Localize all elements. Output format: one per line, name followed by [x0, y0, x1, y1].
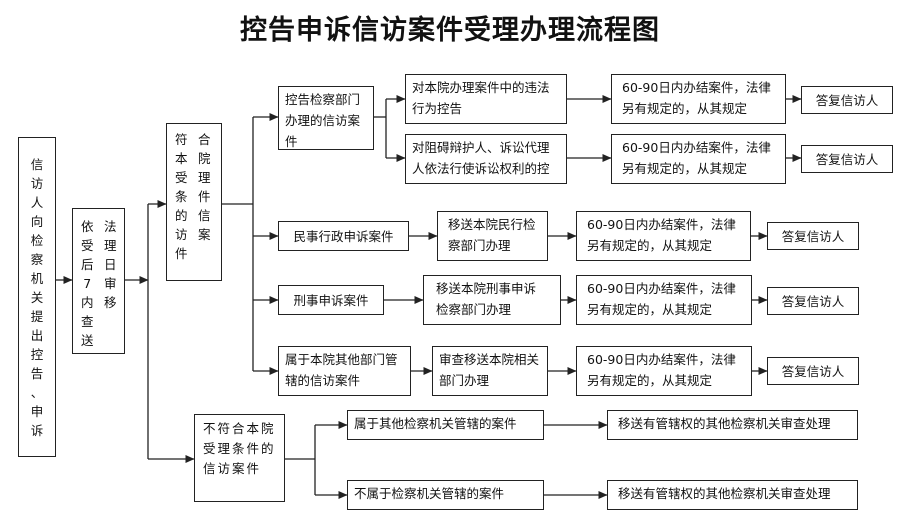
- deadline-box-5: 60-90日内办结案件，法律另有规定的，从其规定: [576, 346, 752, 396]
- control-dept-text: 控告检察部门办理的信访案件: [285, 92, 361, 149]
- transfer-criminal-text: 移送本院刑事申诉检察部门办理: [436, 281, 537, 317]
- deadline-box-4: 60-90日内办结案件，法律另有规定的，从其规定: [576, 275, 752, 325]
- vertical-char: 内: [81, 295, 94, 310]
- deadline-text-5: 60-90日内办结案件，法律另有规定的，从其规定: [587, 352, 736, 388]
- ineligible-text: 不符合本院受理条件的信访案件: [203, 421, 276, 476]
- vertical-char: 出: [30, 327, 44, 343]
- vertical-char: 后: [81, 257, 94, 272]
- vertical-char: 7: [83, 276, 92, 291]
- vertical-char: 检: [30, 232, 44, 248]
- vertical-char: 件: [175, 246, 188, 261]
- vertical-char: 访: [30, 175, 44, 191]
- vertical-char: 的: [175, 208, 188, 223]
- reply-text-3: 答复信访人: [781, 228, 845, 244]
- transfer-other-text: 审查移送本院相关部门办理: [439, 352, 540, 388]
- transfer-organ-text-2: 移送有管辖权的其他检察机关审查处理: [618, 486, 831, 501]
- reply-text-2: 答复信访人: [815, 151, 879, 167]
- vertical-char: 审: [104, 276, 117, 291]
- vertical-char: 送: [81, 333, 94, 348]
- petitioner-text: 信访人向检察机关提出控告、申诉: [31, 155, 44, 440]
- vertical-char: 查: [81, 314, 94, 329]
- vertical-char: 依: [81, 219, 94, 234]
- reply-text-4: 答复信访人: [781, 293, 845, 309]
- violation-complaint-text: 对本院办理案件中的违法行为控告: [412, 80, 550, 116]
- vertical-char: 、: [30, 384, 44, 400]
- vertical-char: 法: [104, 219, 117, 234]
- vertical-char: 关: [30, 289, 44, 305]
- obstruction-complaint-text: 对阻碍辩护人、诉讼代理人依法行使诉讼权利的控告: [412, 140, 550, 183]
- vertical-char: 院: [198, 151, 211, 166]
- vertical-char: 移: [104, 295, 117, 310]
- obstruction-complaint-box: 对阻碍辩护人、诉讼代理人依法行使诉讼权利的控告: [405, 134, 567, 184]
- deadline-text-3: 60-90日内办结案件，法律另有规定的，从其规定: [587, 217, 736, 253]
- control-dept-box: 控告检察部门办理的信访案件: [278, 86, 374, 150]
- eligible-col-left: 符本受条的访件: [175, 130, 188, 263]
- vertical-char: 控: [30, 346, 44, 362]
- not-organ-text: 不属于检察机关管辖的案件: [354, 486, 505, 501]
- ineligible-box: 不符合本院受理条件的信访案件: [194, 414, 285, 502]
- reply-box-1: 答复信访人: [801, 86, 893, 114]
- transfer-organ-box-1: 移送有管辖权的其他检察机关审查处理: [607, 410, 858, 440]
- vertical-char: 件: [198, 189, 211, 204]
- criminal-box: 刑事申诉案件: [278, 285, 384, 315]
- not-organ-box: 不属于检察机关管辖的案件: [347, 480, 544, 510]
- criminal-text: 刑事申诉案件: [293, 292, 369, 308]
- other-organ-box: 属于其他检察机关管辖的案件: [347, 410, 544, 440]
- vertical-char: 受: [81, 238, 94, 253]
- transfer-civil-text: 移送本院民行检察部门办理: [448, 217, 536, 253]
- vertical-char: 申: [30, 403, 44, 419]
- vertical-char: 受: [175, 170, 188, 185]
- other-dept-text: 属于本院其他部门管辖的信访案件: [285, 352, 398, 388]
- vertical-char: 信: [198, 208, 211, 223]
- vertical-char: 符: [175, 132, 188, 147]
- vertical-char: 条: [175, 189, 188, 204]
- reply-text-1: 答复信访人: [815, 92, 879, 108]
- deadline-text-2: 60-90日内办结案件，法律另有规定的，从其规定: [622, 140, 771, 176]
- deadline-box-1: 60-90日内办结案件，法律另有规定的，从其规定: [611, 74, 786, 124]
- vertical-char: 诉: [30, 422, 44, 438]
- vertical-char: 本: [175, 151, 188, 166]
- accept-review-col-left: 依受后 7 内查送: [81, 217, 94, 350]
- vertical-char: 理: [198, 170, 211, 185]
- transfer-organ-text-1: 移送有管辖权的其他检察机关审查处理: [618, 416, 831, 431]
- deadline-box-3: 60-90日内办结案件，法律另有规定的，从其规定: [576, 211, 751, 261]
- reply-box-4: 答复信访人: [767, 287, 859, 315]
- reply-box-2: 答复信访人: [801, 145, 893, 173]
- reply-box-5: 答复信访人: [767, 357, 859, 385]
- deadline-box-2: 60-90日内办结案件，法律另有规定的，从其规定: [611, 134, 786, 184]
- transfer-criminal-box: 移送本院刑事申诉检察部门办理: [423, 275, 561, 325]
- vertical-char: 合: [198, 132, 211, 147]
- vertical-char: 理: [104, 238, 117, 253]
- deadline-text-1: 60-90日内办结案件，法律另有规定的，从其规定: [622, 80, 771, 116]
- vertical-char: 访: [175, 227, 188, 242]
- civil-admin-box: 民事行政申诉案件: [278, 221, 409, 251]
- vertical-char: 人: [30, 194, 44, 210]
- vertical-char: 信: [30, 156, 44, 172]
- reply-box-3: 答复信访人: [767, 222, 859, 250]
- vertical-char: 向: [30, 213, 44, 229]
- transfer-organ-box-2: 移送有管辖权的其他检察机关审查处理: [607, 480, 858, 510]
- reply-text-5: 答复信访人: [781, 363, 845, 379]
- violation-complaint-box: 对本院办理案件中的违法行为控告: [405, 74, 567, 124]
- deadline-text-4: 60-90日内办结案件，法律另有规定的，从其规定: [587, 281, 736, 317]
- other-dept-box: 属于本院其他部门管辖的信访案件: [278, 346, 411, 396]
- vertical-char: 案: [198, 227, 211, 242]
- page-title: 控告申诉信访案件受理办理流程图: [240, 15, 660, 46]
- vertical-char: 提: [30, 308, 44, 324]
- accept-review-box: 依受后 7 内查送 法理日审移: [72, 208, 125, 354]
- transfer-civil-box: 移送本院民行检察部门办理: [437, 211, 548, 261]
- vertical-char: 察: [30, 251, 44, 267]
- accept-review-col-right: 法理日审移: [104, 217, 117, 312]
- eligible-col-right: 合院理件信案: [198, 130, 211, 244]
- eligible-box: 符本受条的访件 合院理件信案: [166, 123, 222, 281]
- civil-admin-text: 民事行政申诉案件: [293, 228, 394, 244]
- other-organ-text: 属于其他检察机关管辖的案件: [354, 416, 517, 431]
- transfer-other-box: 审查移送本院相关部门办理: [432, 346, 548, 396]
- vertical-char: 告: [30, 365, 44, 381]
- vertical-char: 机: [30, 270, 44, 286]
- petitioner-box: 信访人向检察机关提出控告、申诉: [18, 137, 56, 457]
- vertical-char: 日: [104, 257, 117, 272]
